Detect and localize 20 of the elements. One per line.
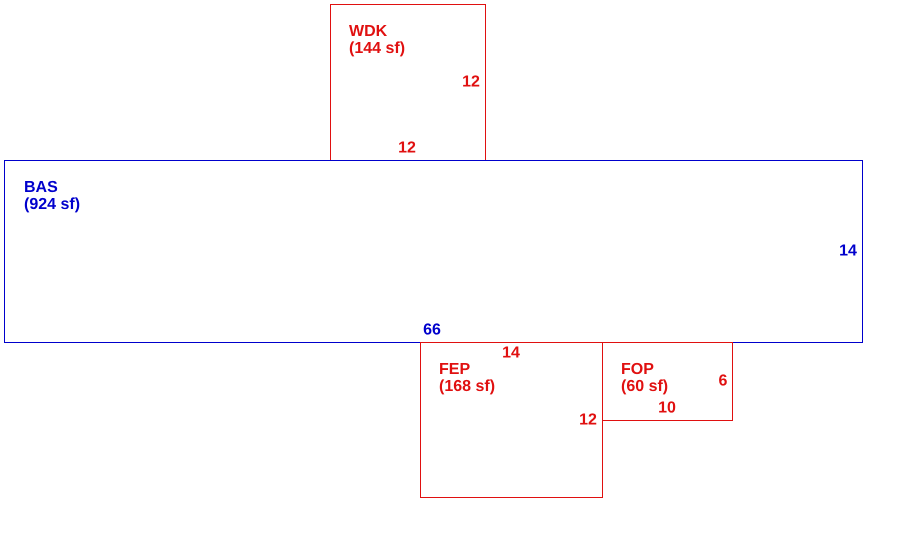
dimension-label: 6 [718, 372, 728, 390]
area-name: WDK [349, 23, 388, 40]
area-name: BAS [24, 179, 58, 196]
dimension-label: 14 [839, 242, 857, 260]
floor-area-outline [420, 342, 603, 498]
area-size: (924 sf) [24, 196, 80, 213]
dimension-label: 66 [423, 322, 441, 338]
floor-area-outline [330, 4, 486, 161]
area-size: (168 sf) [439, 378, 496, 395]
floor-area-outline [4, 160, 863, 343]
area-size: (60 sf) [621, 378, 668, 395]
floor-area-outline [602, 342, 733, 421]
area-name: FEP [439, 361, 470, 378]
dimension-label: 12 [579, 412, 597, 428]
dimension-label: 12 [398, 140, 416, 156]
area-size: (144 sf) [349, 40, 406, 57]
dimension-label: 10 [658, 400, 676, 416]
dimension-label: 14 [502, 344, 520, 362]
area-name: FOP [621, 361, 654, 378]
dimension-label: 12 [462, 74, 480, 90]
